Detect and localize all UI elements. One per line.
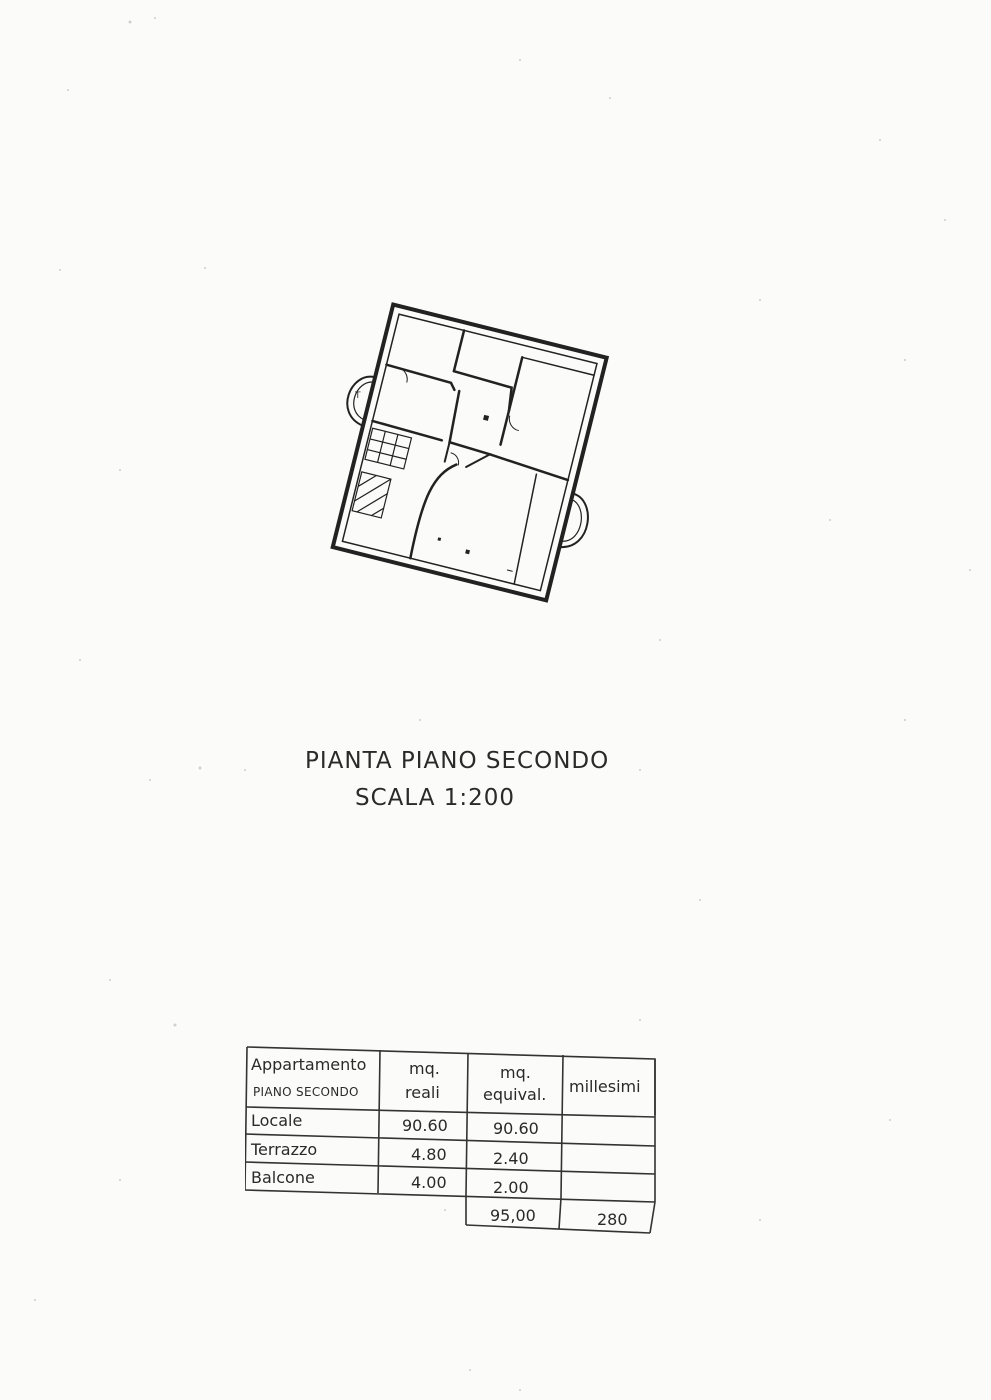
header-appartamento: Appartamento xyxy=(251,1055,367,1074)
row-reali: 4.00 xyxy=(411,1173,447,1192)
left-balcony xyxy=(346,375,377,427)
marker-label: T xyxy=(354,391,361,401)
total-millesimi: 280 xyxy=(597,1210,628,1229)
row-label: Locale xyxy=(251,1111,303,1130)
header-millesimi: millesimi xyxy=(569,1077,641,1096)
header-mq-equival-2: equival. xyxy=(483,1085,547,1104)
header-piano: PIANO SECONDO xyxy=(253,1085,359,1099)
kitchen-tiles xyxy=(364,427,413,470)
inner-wall xyxy=(341,313,598,592)
row-label: Terrazzo xyxy=(251,1140,318,1159)
floor-plan-drawing: T xyxy=(330,302,610,603)
row-equiv: 2.40 xyxy=(493,1149,529,1168)
row-reali: 4.80 xyxy=(411,1145,447,1164)
outer-wall xyxy=(330,302,610,603)
header-mq-equival-1: mq. xyxy=(500,1063,531,1082)
area-table: Appartamento PIANO SECONDO mq. reali mq.… xyxy=(245,1045,657,1237)
hatched-area xyxy=(351,471,392,519)
row-equiv: 2.00 xyxy=(493,1178,529,1197)
row-equiv: 90.60 xyxy=(493,1119,539,1138)
row-label: Balcone xyxy=(251,1168,315,1187)
right-balcony xyxy=(558,492,589,548)
header-mq-reali-2: reali xyxy=(405,1083,440,1102)
table-grid xyxy=(245,1046,656,1234)
total-equiv: 95,00 xyxy=(490,1206,536,1225)
drawing-scale: SCALA 1:200 xyxy=(355,785,516,811)
row-reali: 90.60 xyxy=(402,1116,448,1135)
header-mq-reali-1: mq. xyxy=(409,1059,440,1078)
drawing-title: PIANTA PIANO SECONDO xyxy=(305,748,610,774)
